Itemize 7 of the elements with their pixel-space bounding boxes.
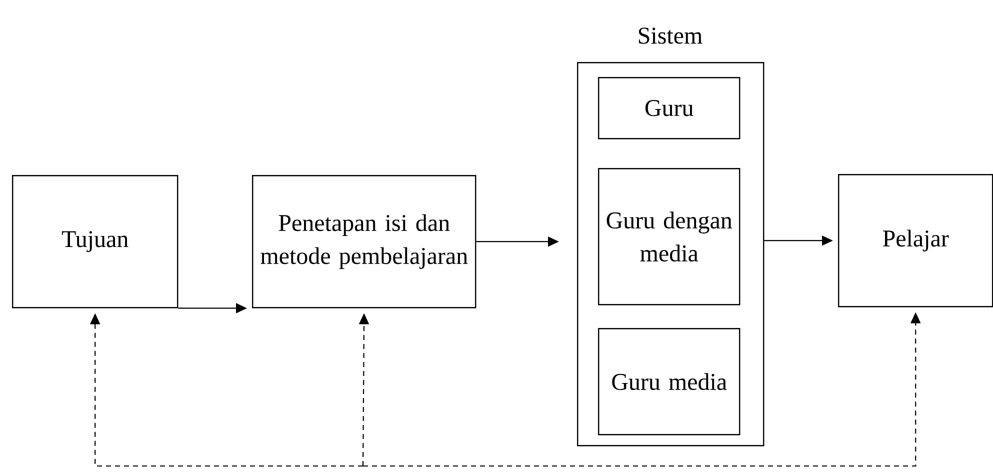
process-box: Tujuan [12,175,178,308]
node-label: Sistem [638,28,702,44]
process-box: Pelajar [838,174,993,308]
process-box: Guru dengan media [598,168,740,306]
process-box: Penetapan isi dan metode pembelajaran [252,175,476,308]
process-box: Guru [598,77,740,140]
process-box: Guru media [598,328,740,436]
